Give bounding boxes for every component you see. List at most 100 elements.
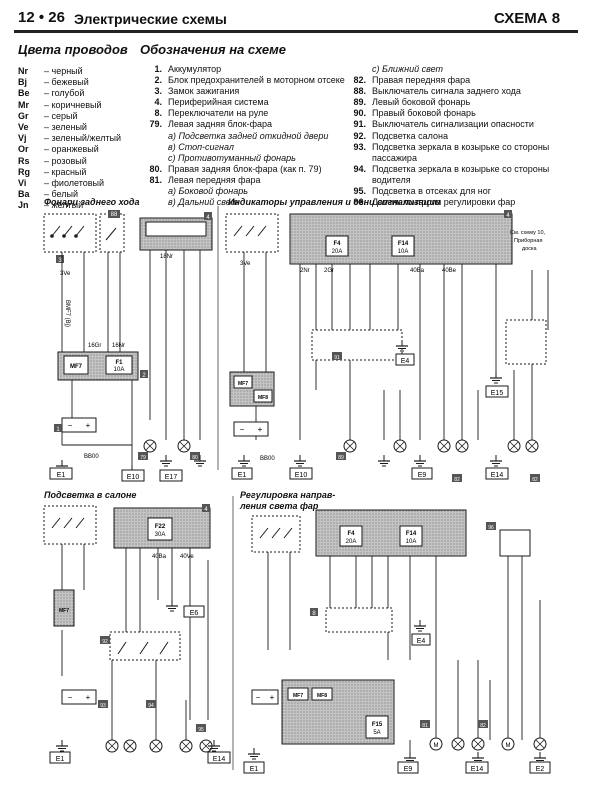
legend-item-number: 2. [154,75,162,86]
legend-item: а) Подсветка задней откидной двери [140,131,345,142]
wire-color-item: Vi– фиолетовый [18,178,121,189]
svg-text:+: + [86,693,91,702]
wire-color-name: – белый [44,189,79,200]
svg-text:См. схему 10,: См. схему 10, [510,230,546,236]
ignition-switch [43,213,97,253]
svg-text:10A: 10A [398,249,409,255]
legend-item-number: 82. [353,75,366,86]
legend-item-text: в) Стоп-сигнал [168,141,234,152]
wire-color-code: Gr [18,110,29,121]
legend-item: 95.Подсветка в отсеках для ног [344,186,549,197]
legend-item: 96.Датчик контроля регулировки фар [344,197,549,208]
svg-text:96: 96 [488,525,494,531]
svg-text:4: 4 [204,507,208,513]
svg-text:+: + [270,693,275,702]
legend-item-text: а) Боковой фонарь [168,186,248,197]
wire-colors-heading: Цвета проводов [18,42,128,57]
legend-item-text: с) Ближний свет [372,64,443,74]
legend-item: водителя [344,175,549,186]
section-title-headlight-adjust-1: Регулировка направ- [240,490,336,500]
wire-color-item: Rs– розовый [18,156,121,167]
wire-color-code: Vj [18,133,27,144]
legend-item-text: Подсветка зеркала в козырьке со стороны [372,141,550,152]
legend-item: 91.Выключатель сигнализации опасности [344,119,549,130]
wire-color-code: Bj [18,77,27,88]
wire-color-item: Vj – зеленый/желтый [18,133,121,144]
svg-text:E10: E10 [127,474,140,481]
svg-text:−: − [240,425,245,434]
svg-text:−: − [256,693,261,702]
svg-text:E1: E1 [56,756,65,763]
legend-item: пассажира [344,153,549,164]
svg-text:F4: F4 [333,241,341,247]
wire-color-code: Jn [18,200,29,211]
legend-item-number: 4. [154,97,162,108]
wire-color-name: – зеленый/желтый [44,133,122,144]
legend-item-number: 3. [154,86,162,97]
legend-item-number: 88. [353,86,366,97]
svg-text:F22: F22 [155,524,166,530]
svg-text:E1: E1 [57,472,66,479]
legend-item-number: 1. [154,64,162,74]
svg-text:16Gr: 16Gr [88,343,101,349]
legend-item: 1. Аккумулятор [140,64,345,75]
svg-text:89: 89 [338,455,344,461]
wire-color-item: Ve– зеленый [18,122,121,133]
wire-color-item: Ba – белый [18,189,121,200]
svg-text:E9: E9 [404,766,413,773]
section-title-cabin-light: Подсветка в салоне [44,490,137,500]
wire-color-code: Mr [18,99,29,110]
wire-color-code: Ba [18,189,30,200]
legend-item: 80. Правая задняя блок-фара (как п. 79) [140,164,345,175]
svg-text:E14: E14 [213,756,226,763]
svg-text:91: 91 [334,355,340,361]
legend-item-text: Левая передняя фара [168,174,261,185]
wire-color-code: Or [18,144,29,155]
wire-color-item: Be– голубой [18,88,121,99]
legend-item-text: Блок предохранителей в моторном отсеке [168,75,345,86]
section-title-indicators: Индикаторы управления и огни сигнализаци… [228,197,441,207]
svg-text:10A: 10A [114,367,125,373]
wire-color-name: – серый [44,110,78,121]
legend-item: 89.Левый боковой фонарь [344,97,549,108]
section-title-rear-lights: Фонари заднего хода [44,197,140,207]
svg-text:30A: 30A [155,532,166,538]
svg-text:F4: F4 [347,531,355,537]
tag-88: 88 [111,212,118,218]
legend-item-text: Аккумулятор [168,64,222,74]
legend-item-number: 81. [149,174,162,185]
svg-text:E17: E17 [165,474,178,481]
legend-item-text: а) Подсветка задней откидной двери [168,130,329,141]
wire-color-item: Bj– бежевый [18,77,121,88]
svg-text:−: − [68,421,73,430]
wire-color-item: Gr – серый [18,111,121,122]
legend-item-text: Подсветка в отсеках для ног [372,186,492,197]
svg-text:40Ba: 40Ba [152,554,167,560]
wire-color-item: Or– оранжевый [18,144,121,155]
wire-color-item: Rg– красный [18,167,121,178]
wire-color-item: Mr– коричневый [18,100,121,111]
legend-item-number: 94. [353,163,366,174]
svg-text:+: + [86,421,91,430]
svg-text:8: 8 [312,611,316,617]
svg-text:M: M [506,743,511,749]
legend-item-number: 89. [353,97,366,108]
legend-item: с) Ближний свет [344,64,549,75]
legend-item: 93.Подсветка зеркала в козырьке со сторо… [344,142,549,153]
legend-item-text: водителя [372,174,411,185]
svg-text:Приборная: Приборная [514,238,542,244]
legend-item-text: Периферийная система [168,97,269,108]
legend-item-number: 80. [149,163,162,174]
svg-text:82: 82 [480,723,486,729]
legend-item-text: Подсветка зеркала в козырьке со стороны [372,163,550,174]
wire-color-name: – розовый [44,155,87,166]
svg-text:+: + [258,425,263,434]
wire-color-code: Nr [18,66,29,76]
legend-item-text: Правая задняя блок-фара (как п. 79) [168,163,322,174]
legend-item: 82.Правая передняя фара [344,75,549,86]
legend-item-text: Выключатель сигнализации опасности [372,119,534,130]
svg-text:82: 82 [532,477,538,483]
svg-text:F14: F14 [398,241,409,247]
